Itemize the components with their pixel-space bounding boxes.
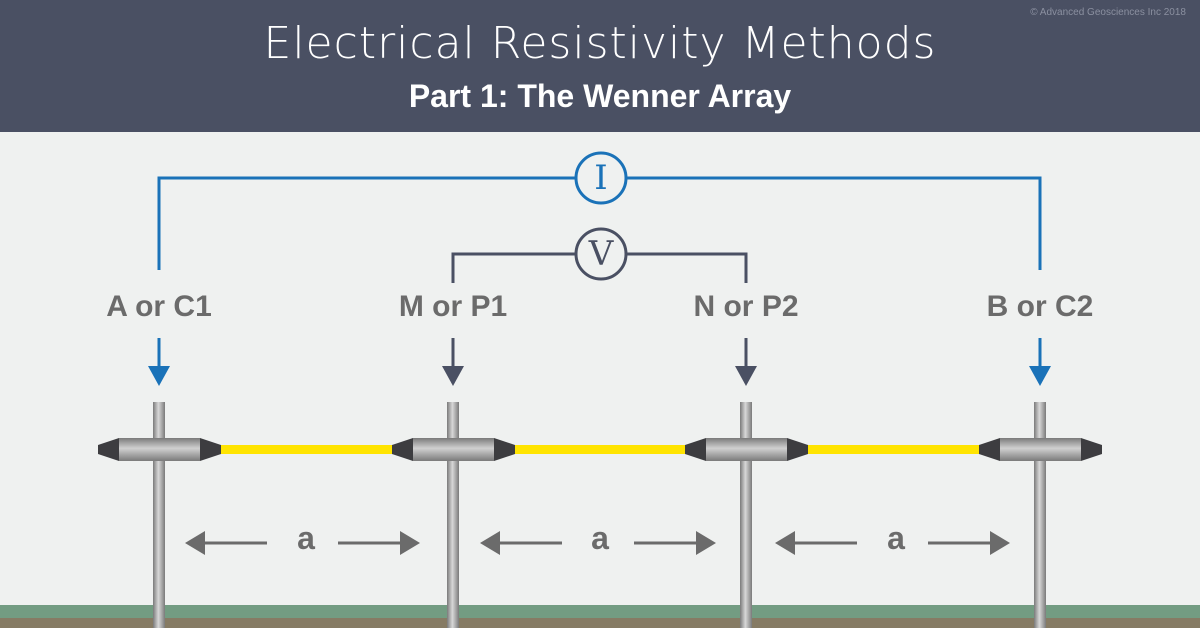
connector-tip	[979, 438, 1000, 461]
current-circuit	[157, 151, 1042, 270]
connector-body	[119, 438, 200, 461]
connector-tip	[1081, 438, 1102, 461]
electrode	[979, 338, 1102, 628]
connector-body	[1000, 438, 1081, 461]
arrow-down-head	[735, 366, 757, 386]
electrode-label-m: M or P1	[398, 290, 508, 323]
spacing-arrow	[480, 531, 716, 555]
electrode-rod	[447, 402, 459, 628]
voltage-circuit	[451, 227, 748, 283]
page-title: Electrical Resistivity Methods	[263, 18, 937, 69]
electrode-label-b: B or C2	[986, 290, 1094, 323]
spacing-label: a	[591, 520, 609, 556]
page-subtitle: Part 1: The Wenner Array	[408, 78, 792, 114]
header: Electrical Resistivity Methods Part 1: T…	[0, 0, 1200, 132]
cables	[220, 445, 981, 454]
electrode-label-a: A or C1	[106, 290, 212, 323]
spacing-label: a	[297, 520, 315, 556]
connector-tip	[787, 438, 808, 461]
copyright: © Advanced Geosciences Inc 2018	[1030, 7, 1186, 18]
connector-tip	[98, 438, 119, 461]
electrode-rod	[1034, 402, 1046, 628]
meter-current: I	[594, 158, 608, 198]
electrode	[392, 338, 515, 628]
spacing-arrow	[185, 531, 420, 555]
arrow-down-head	[1029, 366, 1051, 386]
spacing-arrow	[775, 531, 1010, 555]
connector-tip	[685, 438, 706, 461]
connector-tip	[200, 438, 221, 461]
connector-body	[413, 438, 494, 461]
electrode-rod	[740, 402, 752, 628]
electrode-label-n: N or P2	[693, 290, 799, 323]
meter-voltage: V	[588, 234, 614, 274]
arrow-down-head	[148, 366, 170, 386]
arrow-down-head	[442, 366, 464, 386]
connector-body	[706, 438, 787, 461]
spacing-label: a	[887, 520, 905, 556]
grass	[0, 605, 1200, 618]
connector-tip	[494, 438, 515, 461]
electrode-rod	[153, 402, 165, 628]
connector-tip	[392, 438, 413, 461]
electrode	[685, 338, 808, 628]
electrode	[98, 338, 221, 628]
soil	[0, 618, 1200, 628]
